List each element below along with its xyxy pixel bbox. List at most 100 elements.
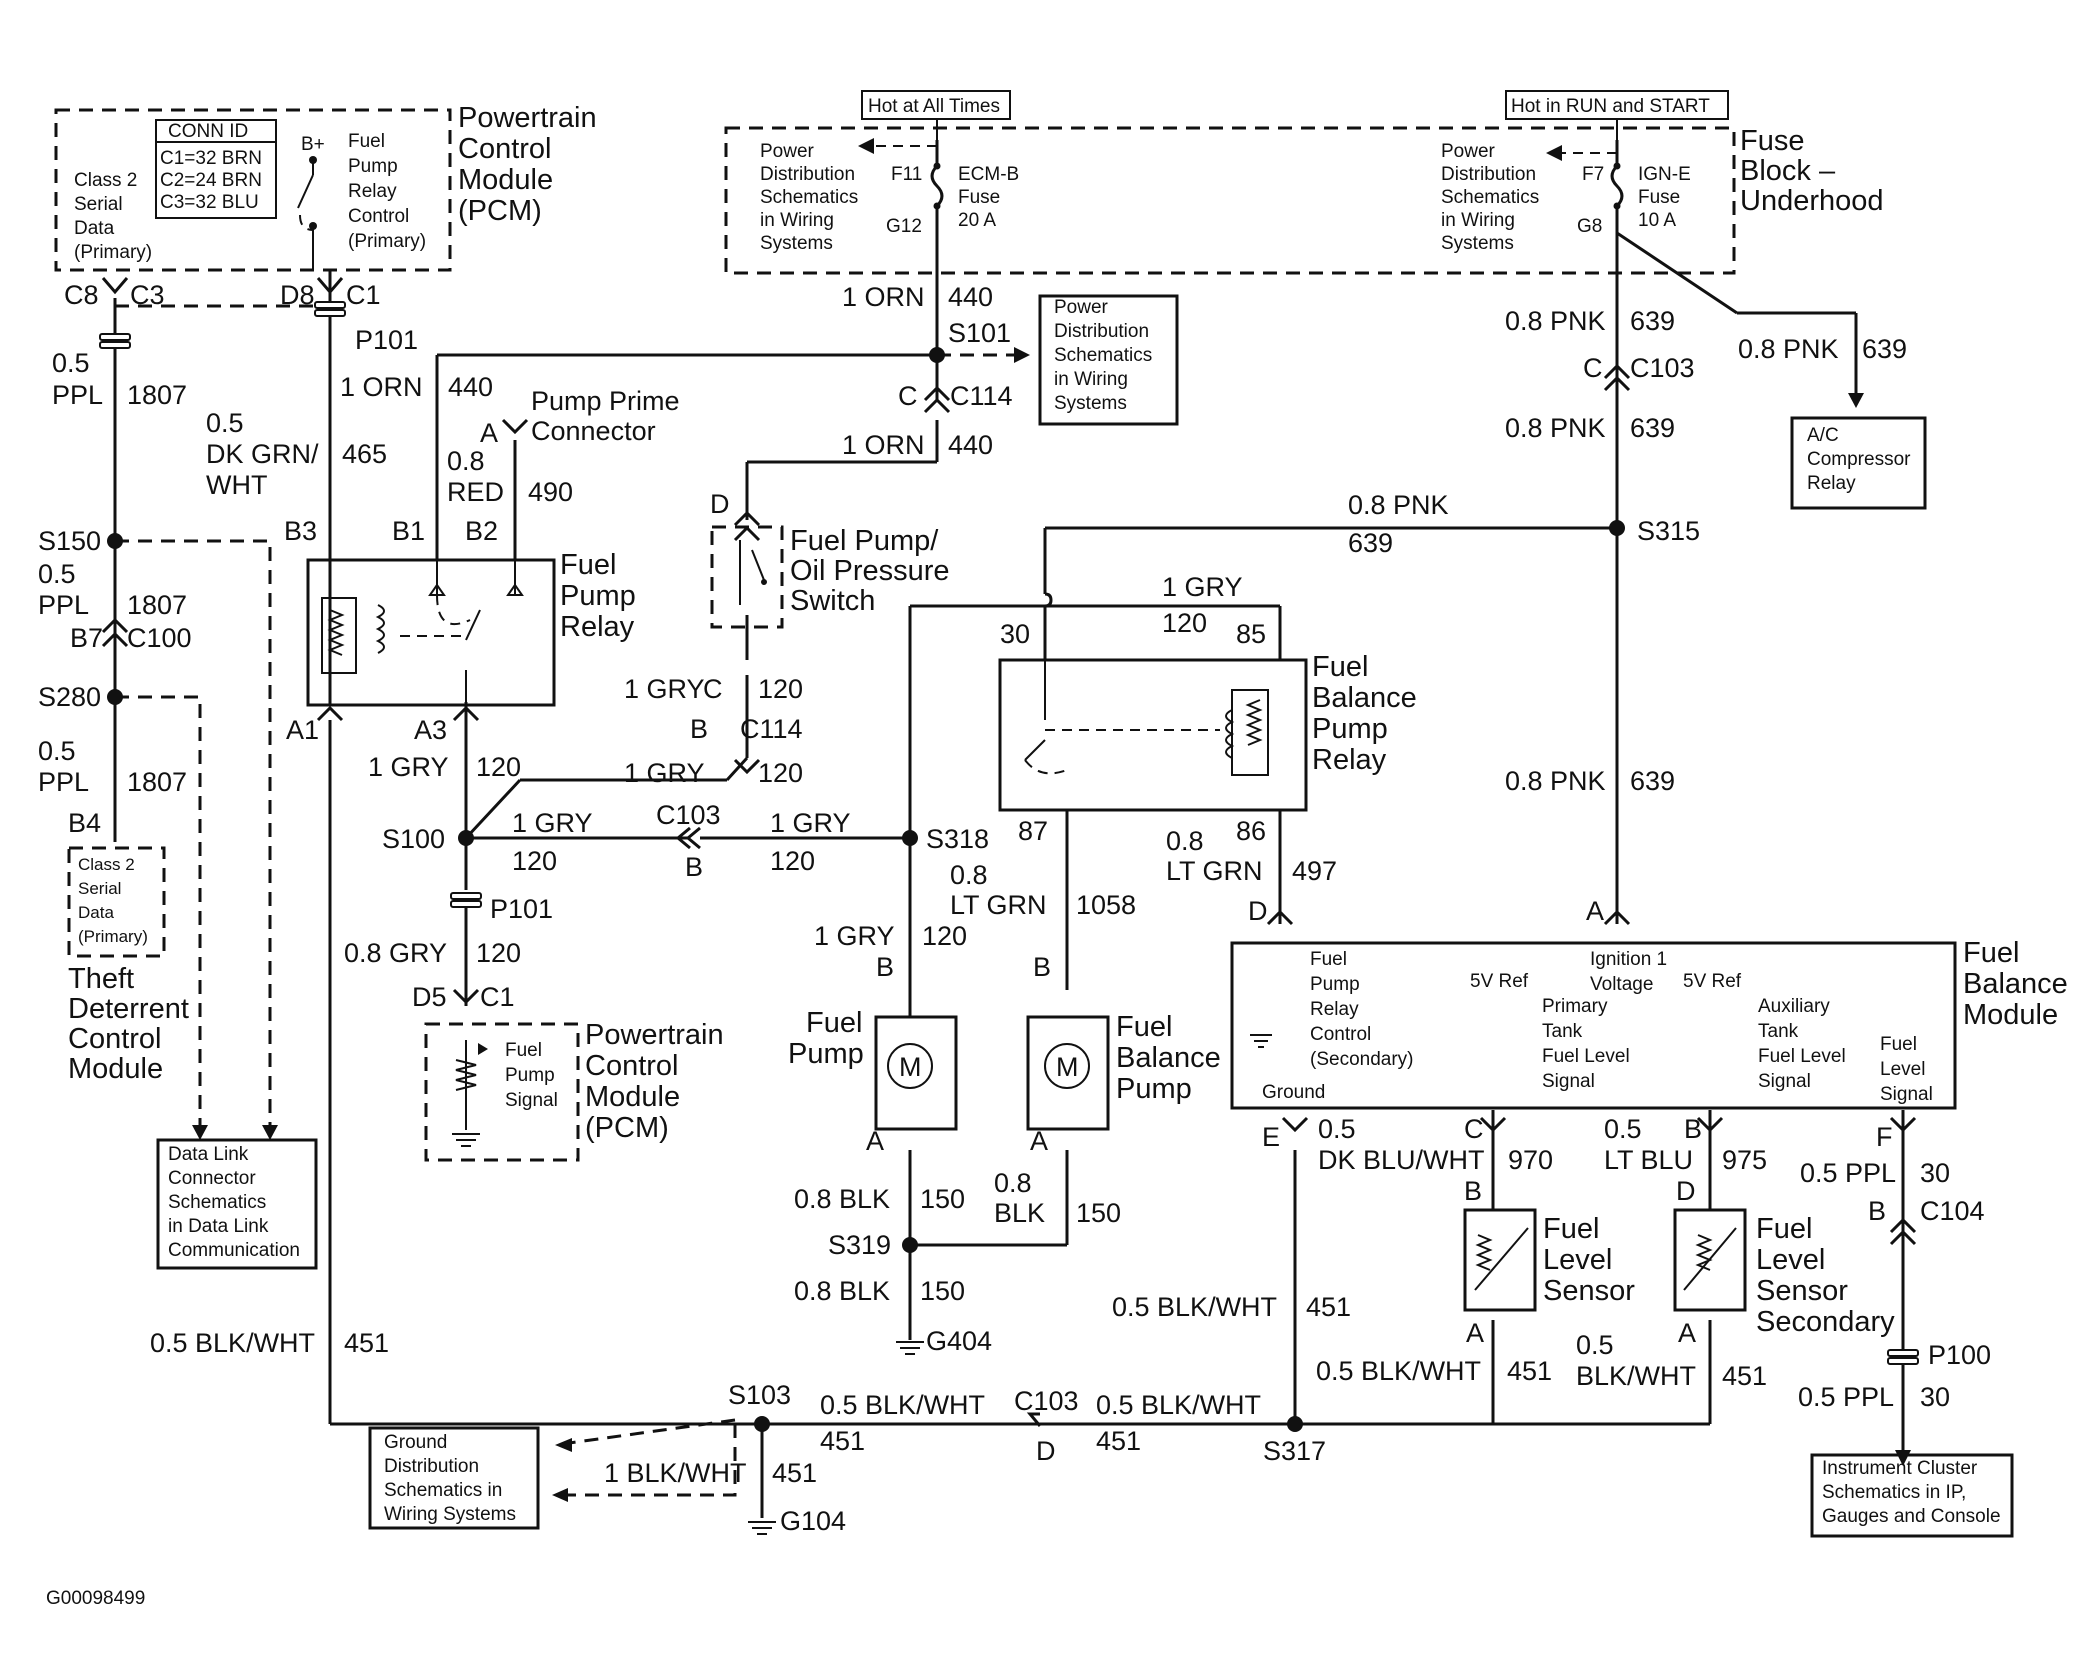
ic-label: Schematics in IP, bbox=[1822, 1482, 1966, 1503]
pcm-bottom-title: Powertrain bbox=[585, 1019, 724, 1051]
conn-label: B bbox=[1033, 952, 1051, 982]
motor-symbol: M bbox=[899, 1052, 922, 1082]
theft-module-title: Deterrent bbox=[68, 993, 189, 1025]
pd-left-label: Systems bbox=[760, 233, 833, 254]
wire-size-label: 0.8 bbox=[950, 860, 988, 890]
fbm-primary-label: Tank bbox=[1542, 1021, 1583, 1042]
splice-label: S100 bbox=[382, 824, 445, 854]
conn-label: A bbox=[1586, 896, 1604, 926]
hot-at-all-times-label: Hot at All Times bbox=[868, 96, 1000, 117]
fb-pump-title: Pump bbox=[1116, 1073, 1192, 1105]
fbm-aux-label: Signal bbox=[1758, 1071, 1811, 1092]
wire-size-label: 0.5 bbox=[38, 559, 76, 589]
conn-label: C1 bbox=[346, 280, 381, 310]
pd-mid-label: Systems bbox=[1054, 393, 1127, 414]
wire-label: 0.8 PNK bbox=[1738, 334, 1839, 364]
splice-label: S150 bbox=[38, 526, 101, 556]
conn-id-row: C2=24 BRN bbox=[160, 170, 262, 191]
wire-color-label: DK BLU/WHT bbox=[1318, 1145, 1485, 1175]
conn-label: B2 bbox=[465, 516, 498, 546]
conn-label: D bbox=[1036, 1436, 1056, 1466]
conn-label: C bbox=[1464, 1114, 1484, 1144]
fuel-pump-relay-title: Fuel bbox=[560, 549, 616, 581]
conn-label: F bbox=[1876, 1122, 1893, 1152]
fuse-name-label: Fuse bbox=[1638, 187, 1680, 208]
circuit-label: 150 bbox=[920, 1184, 965, 1214]
pcm-bottom-block bbox=[424, 1022, 580, 1162]
wire-color-label: WHT bbox=[206, 470, 267, 500]
gds-label: Distribution bbox=[384, 1456, 479, 1477]
ground-symbols bbox=[452, 1034, 1272, 1535]
pcm-top-block: CONN ID C1=32 BRN C2=24 BRN C3=32 BLU Cl… bbox=[54, 102, 597, 272]
wire-color-label: BLK bbox=[994, 1198, 1045, 1228]
conn-label: A bbox=[1466, 1318, 1484, 1348]
wire-label: 1 ORN bbox=[842, 430, 925, 460]
circuit-label: 451 bbox=[1722, 1361, 1767, 1391]
wire-size-label: 0.8 bbox=[1166, 826, 1204, 856]
wire-label: 0.8 PNK bbox=[1505, 766, 1606, 796]
circuit-label: 639 bbox=[1630, 766, 1675, 796]
conn-label: D8 bbox=[280, 280, 315, 310]
wire-label: 1 GRY bbox=[814, 921, 895, 951]
hot-in-run-label: Hot in RUN and START bbox=[1511, 96, 1710, 117]
gds-label: Wiring Systems bbox=[384, 1504, 516, 1525]
conn-id-title: CONN ID bbox=[168, 121, 248, 142]
fbm-5v-label: 5V Ref bbox=[1470, 971, 1529, 992]
wire-size-label: 0.5 bbox=[1576, 1330, 1614, 1360]
fbm-primary-label: Signal bbox=[1542, 1071, 1595, 1092]
fbm-title: Fuel bbox=[1963, 937, 2019, 969]
conn-label: C103 bbox=[1630, 353, 1695, 383]
conn-label: C1 bbox=[480, 982, 515, 1012]
wire-color-label: DK GRN/ bbox=[206, 439, 319, 469]
conn-label: B4 bbox=[68, 808, 101, 838]
wire-label: 0.8 GRY bbox=[344, 938, 447, 968]
pcm-class2-label: Class 2 bbox=[74, 170, 137, 191]
fls-title: Sensor bbox=[1543, 1275, 1635, 1307]
fb-pump-motor: M bbox=[1026, 1015, 1110, 1131]
wire-label: 0.8 BLK bbox=[794, 1184, 890, 1214]
wire-label: 1 BLK/WHT bbox=[604, 1458, 747, 1488]
wire-label: 1 GRY bbox=[368, 752, 449, 782]
wire-label: 1 GRY bbox=[624, 758, 705, 788]
fbm-fls-label: Fuel bbox=[1880, 1034, 1917, 1055]
fuse-name-label: 20 A bbox=[958, 210, 996, 231]
wire-color-label: PPL bbox=[52, 380, 103, 410]
gds-label: Ground bbox=[384, 1432, 447, 1453]
fls2-title: Secondary bbox=[1756, 1306, 1895, 1338]
pd-left-label: Schematics bbox=[760, 187, 858, 208]
fb-relay-title: Fuel bbox=[1312, 651, 1368, 683]
circuit-label: 30 bbox=[1920, 1158, 1950, 1188]
ground-label: G104 bbox=[780, 1506, 846, 1536]
fuel-level-sensor-secondary bbox=[1673, 1208, 1747, 1312]
circuit-label: 1058 bbox=[1076, 890, 1136, 920]
fbm-relay-label: Pump bbox=[1310, 974, 1360, 995]
conn-id-row: C3=32 BLU bbox=[160, 192, 259, 213]
fuse-name-label: Fuse bbox=[958, 187, 1000, 208]
circuit-label: 1807 bbox=[127, 380, 187, 410]
fbm-aux-label: Tank bbox=[1758, 1021, 1799, 1042]
ac-relay-label: Relay bbox=[1807, 473, 1856, 494]
pcm-class2-label: (Primary) bbox=[74, 242, 152, 263]
fuse-name-label: ECM-B bbox=[958, 164, 1019, 185]
conn-label: D bbox=[1248, 896, 1268, 926]
motor-symbol: M bbox=[1056, 1052, 1079, 1082]
pd-left-label: Distribution bbox=[760, 164, 855, 185]
dlc-label: in Data Link bbox=[168, 1216, 269, 1237]
pcm-bottom-title: (PCM) bbox=[585, 1112, 669, 1144]
conn-label: C bbox=[898, 381, 918, 411]
fuel-pump-title: Pump bbox=[788, 1038, 864, 1070]
pd-mid-label: Power bbox=[1054, 297, 1109, 318]
splice-label: S101 bbox=[948, 318, 1011, 348]
ac-relay-label: A/C bbox=[1807, 425, 1839, 446]
pd-mid-label: Distribution bbox=[1054, 321, 1149, 342]
ground-label: G404 bbox=[926, 1326, 992, 1356]
splice-s319 bbox=[902, 1237, 918, 1253]
conn-label: C8 bbox=[64, 280, 99, 310]
splice-label: S280 bbox=[38, 682, 101, 712]
circuit-label: 120 bbox=[476, 938, 521, 968]
circuit-label: 120 bbox=[770, 846, 815, 876]
conn-label: C bbox=[703, 674, 723, 704]
circuit-label: 451 bbox=[1096, 1426, 1141, 1456]
theft-class2-label: Class 2 bbox=[78, 855, 135, 874]
splice-s317 bbox=[1287, 1416, 1303, 1432]
